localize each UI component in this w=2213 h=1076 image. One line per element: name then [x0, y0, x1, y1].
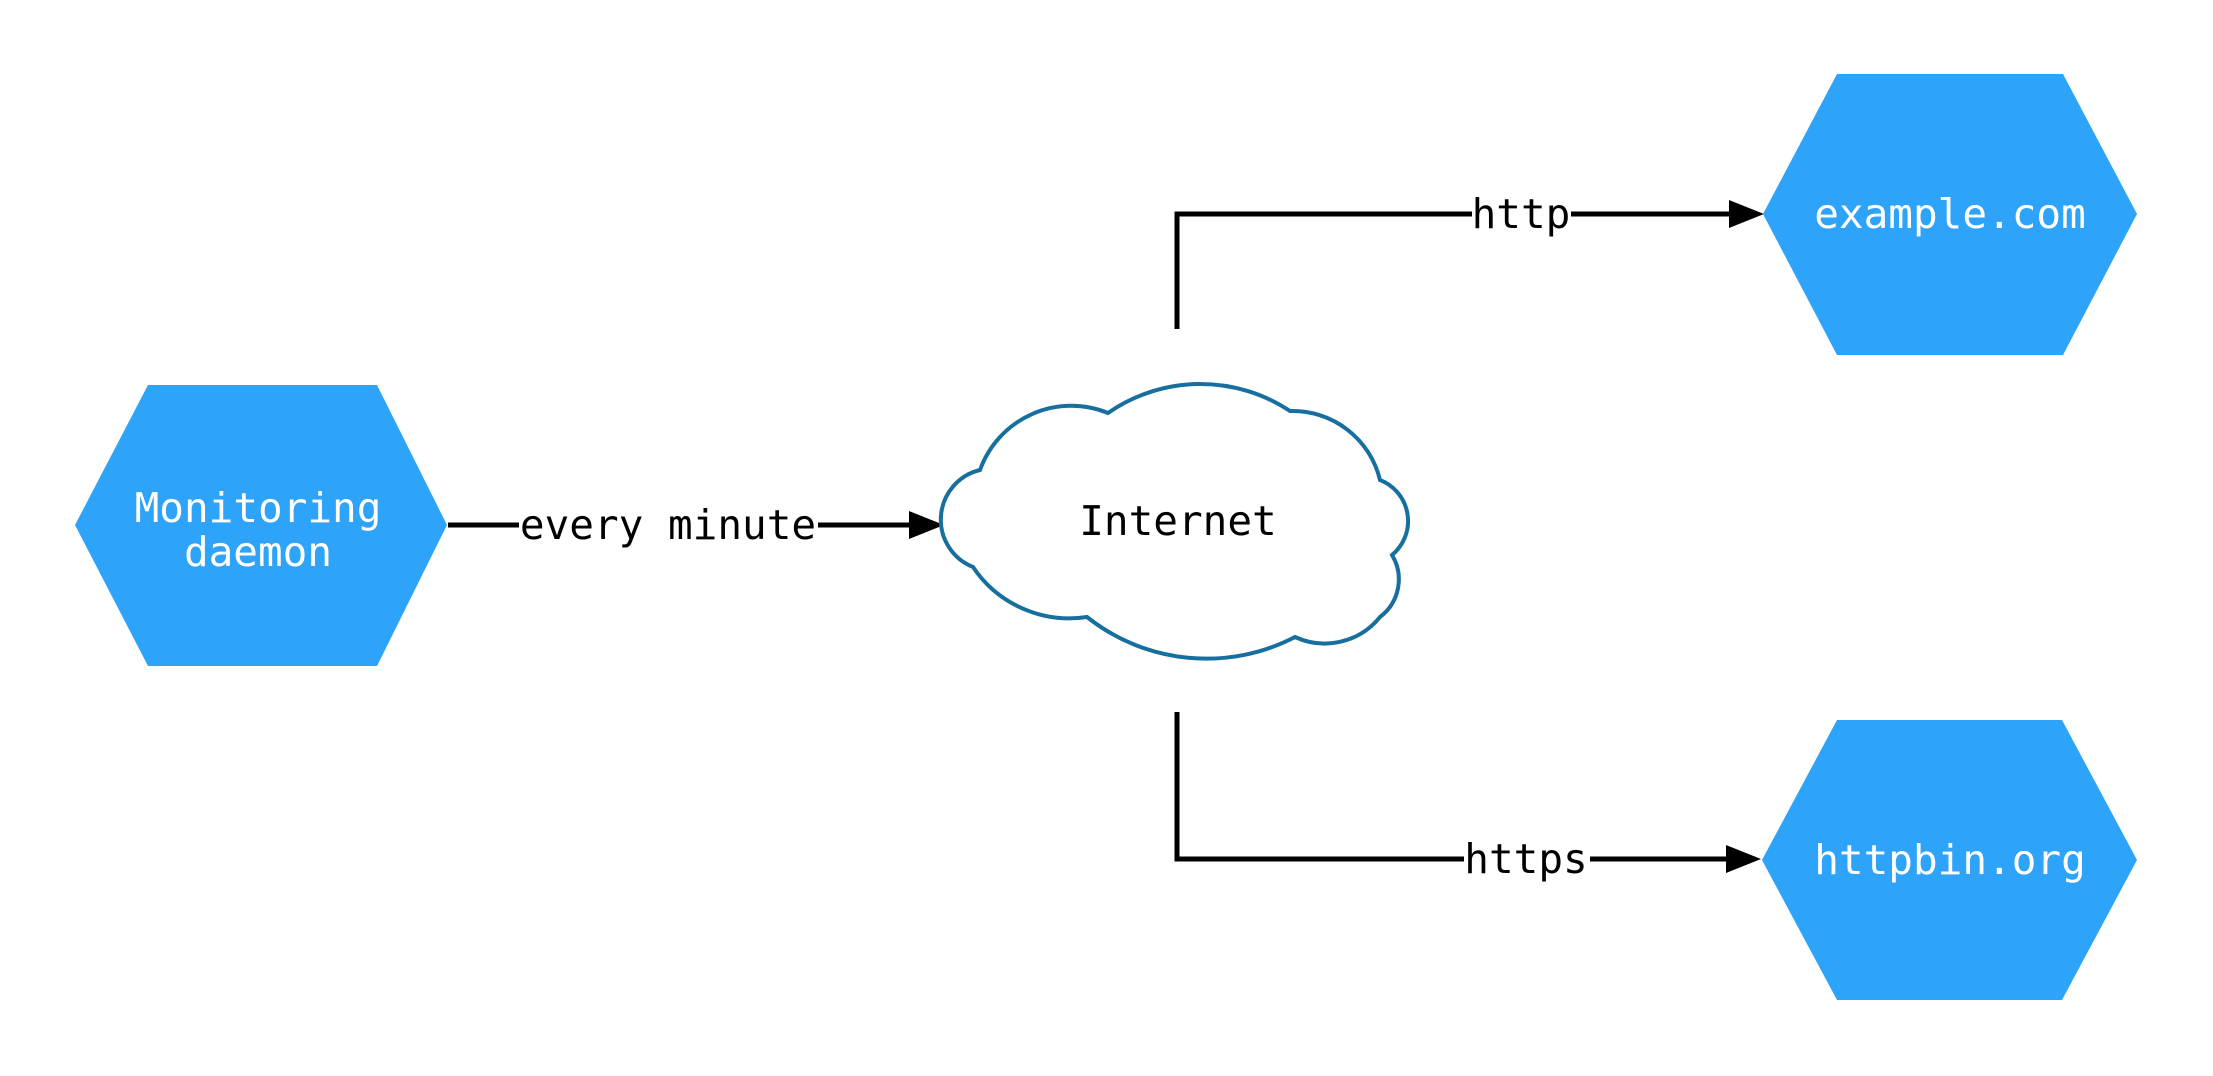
node-label-httpbin-org: httpbin.org: [1814, 836, 2086, 884]
edge-internet-to-example: http: [1174, 190, 1764, 329]
edge-internet-to-httpbin: https: [1174, 712, 1761, 883]
node-label-line1: Monitoring: [135, 484, 382, 532]
arrowhead-icon: [909, 511, 944, 539]
hexagon-shape: [75, 385, 447, 666]
node-label-internet: Internet: [1079, 497, 1276, 545]
edge-label-http: http: [1472, 190, 1571, 238]
edge-monitoring-to-internet: every minute: [448, 501, 944, 549]
arrowhead-icon: [1726, 845, 1761, 873]
node-httpbin-org: httpbin.org: [1762, 720, 2137, 1000]
edge-line-elbow: [1174, 712, 1464, 862]
node-label-line2: daemon: [184, 528, 332, 576]
edge-label-every-minute: every minute: [520, 501, 816, 549]
node-monitoring-daemon: Monitoring daemon: [75, 385, 447, 666]
edge-line-elbow: [1174, 211, 1472, 329]
arrowhead-icon: [1729, 200, 1764, 228]
cloud-icon: [938, 382, 1411, 661]
hexagon-shape: [1762, 720, 2137, 1000]
node-internet: Internet: [938, 382, 1411, 661]
node-example-com: example.com: [1763, 74, 2137, 355]
edge-label-https: https: [1464, 835, 1587, 883]
node-label-example-com: example.com: [1814, 190, 2086, 238]
hexagon-shape: [1763, 74, 2137, 355]
